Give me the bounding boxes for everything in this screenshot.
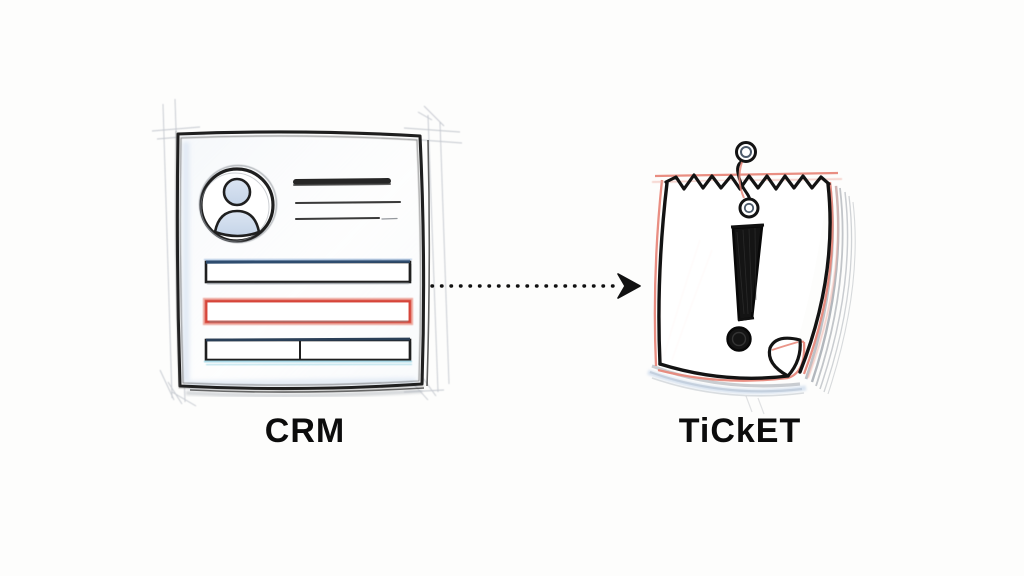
crm-field-row-3[interactable] — [203, 337, 413, 367]
node-label-ticket: TiCkET — [678, 412, 802, 450]
node-label-crm: CRM — [264, 412, 346, 450]
ticket-shadow-blue — [647, 369, 807, 395]
node-crm[interactable] — [151, 98, 463, 407]
crm-field-row-1[interactable] — [203, 257, 413, 286]
ticket-torn-edge — [664, 173, 831, 191]
crm-heading-lines — [293, 178, 402, 221]
connector-crm-to-ticket — [430, 273, 641, 299]
crm-card-shadow — [185, 389, 423, 398]
paperclip-pin-icon — [735, 141, 760, 219]
ticket-outline — [657, 181, 832, 380]
crm-card-depth — [189, 139, 431, 393]
page-curl-corner — [767, 336, 802, 378]
ticket-salmon-outline — [653, 171, 839, 382]
user-avatar-icon — [198, 164, 278, 244]
crm-field-row-2[interactable] — [202, 297, 414, 326]
node-ticket[interactable] — [647, 141, 856, 415]
exclamation-mark-icon — [726, 223, 765, 352]
